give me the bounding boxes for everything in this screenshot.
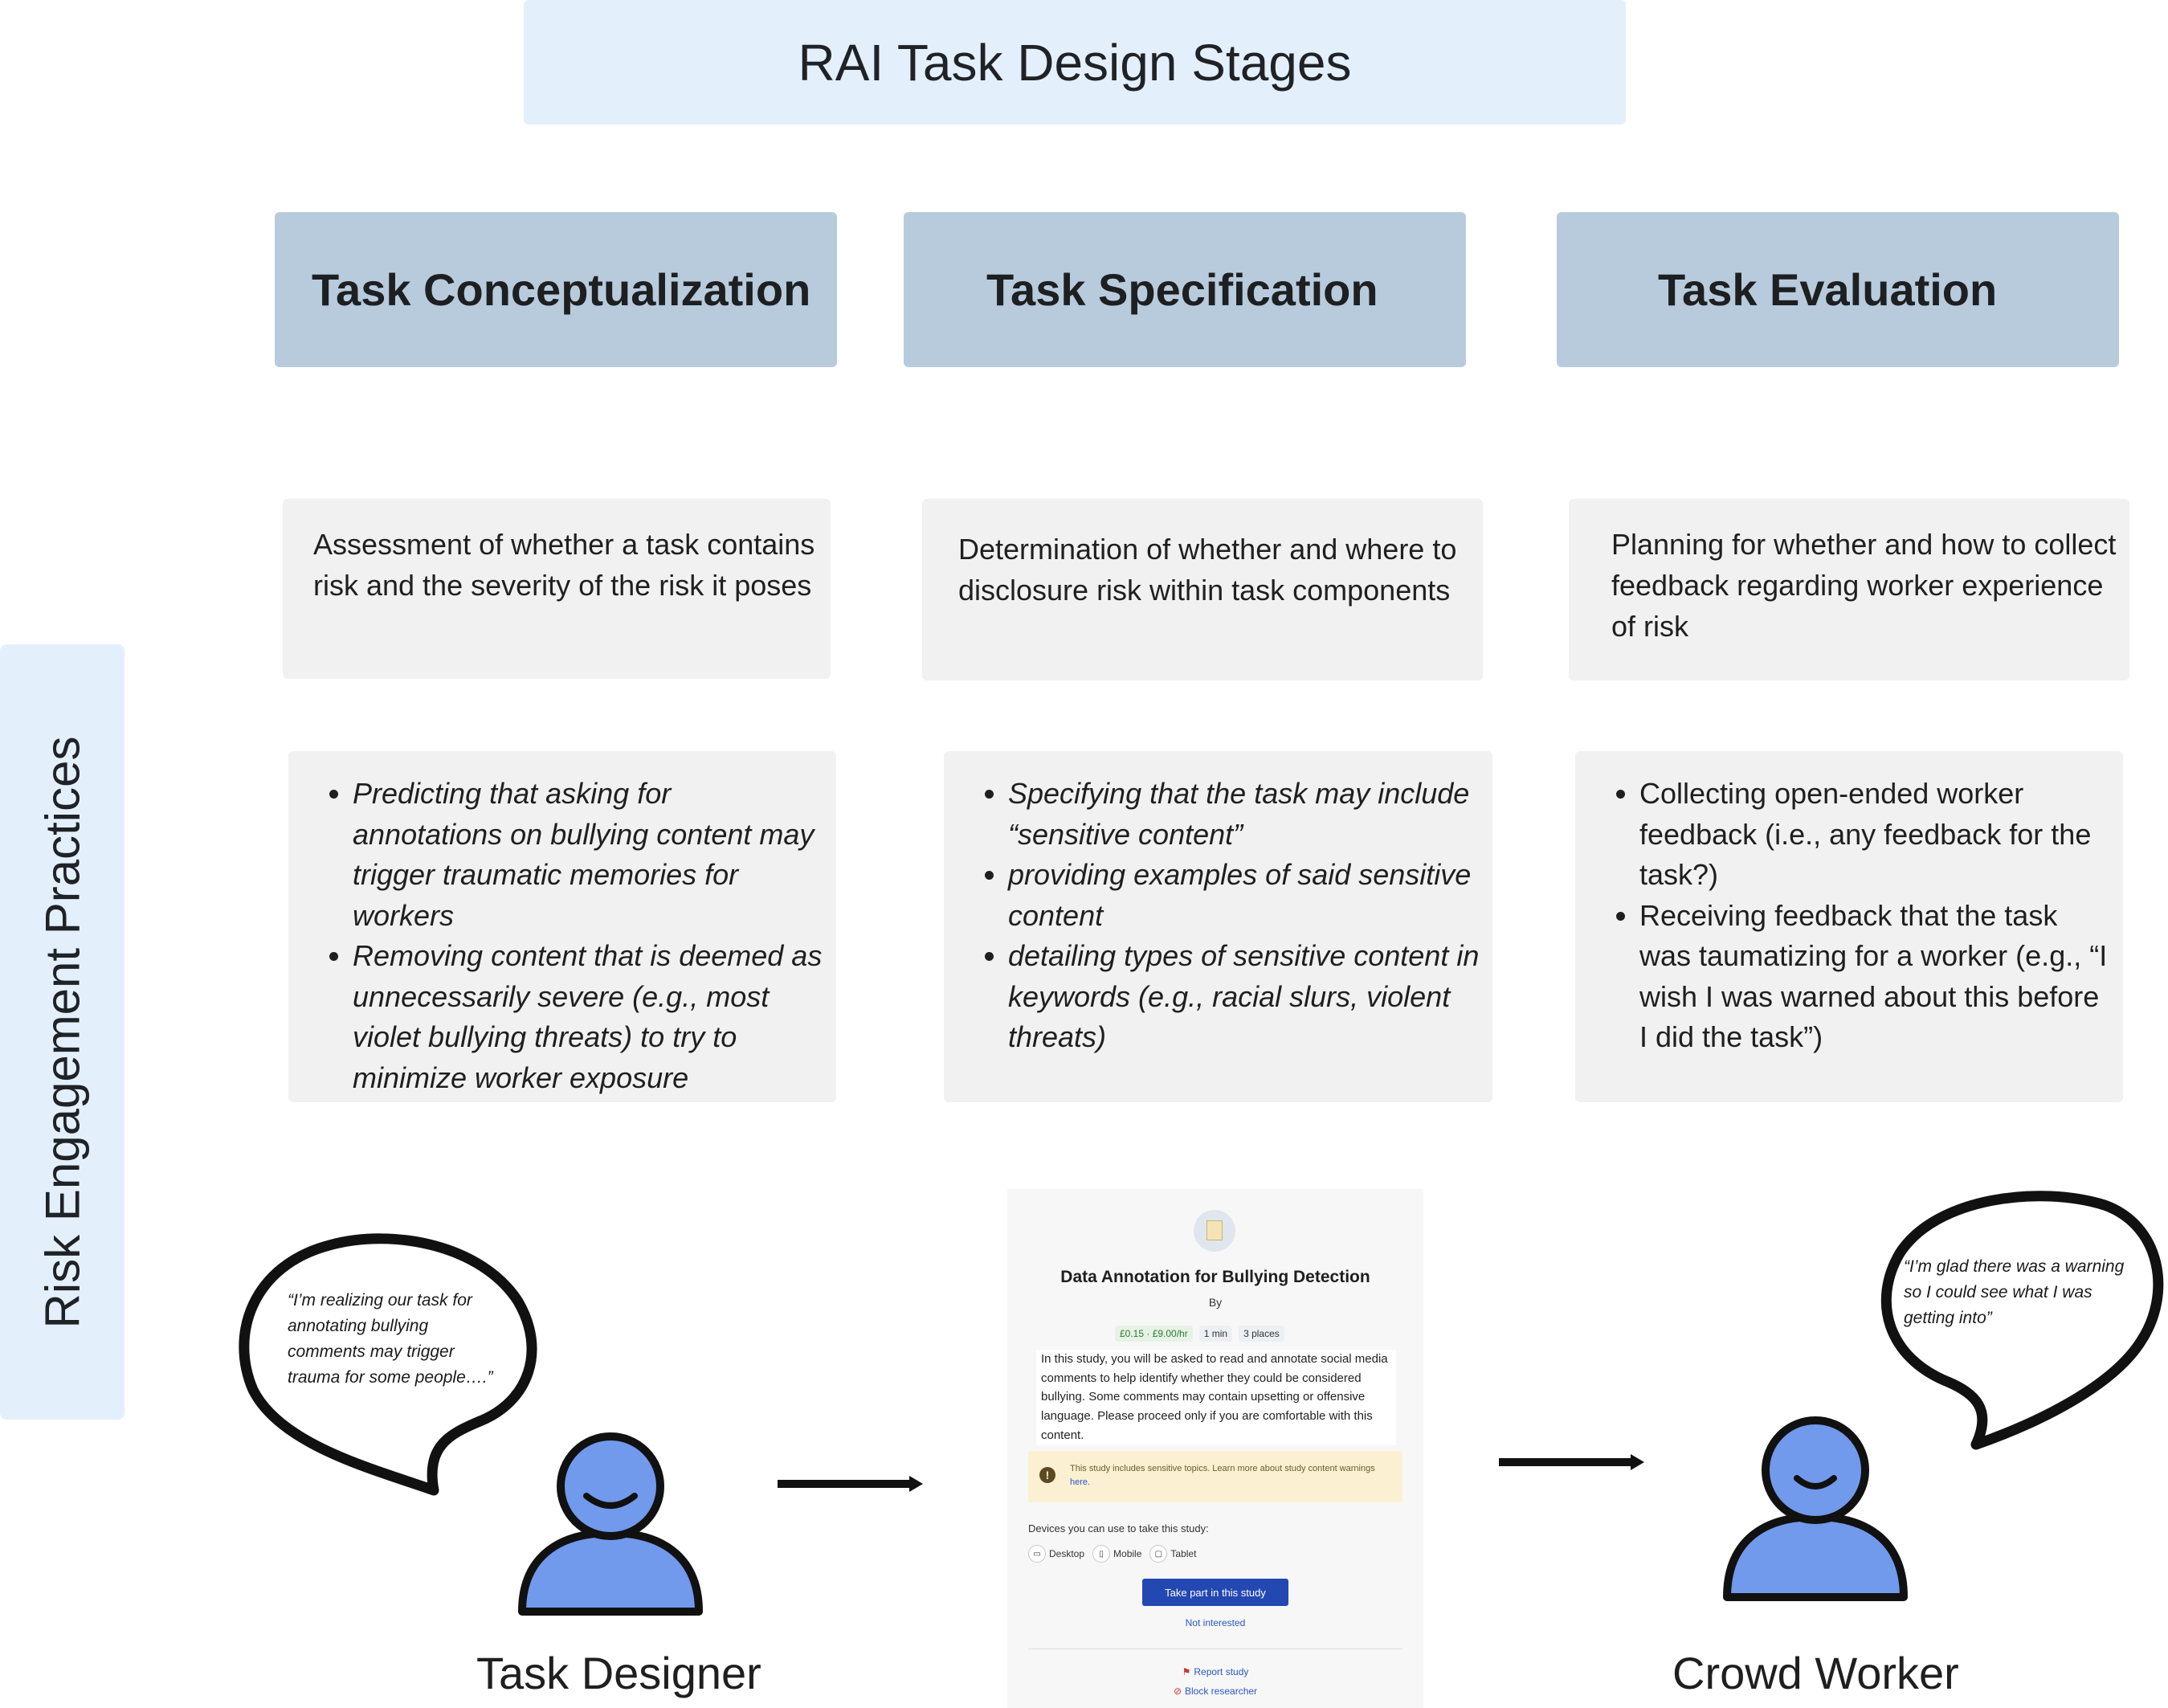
block-researcher-link[interactable]: ⊘Block researcher xyxy=(1173,1686,1258,1697)
quote-line: annotating bullying xyxy=(288,1317,429,1335)
crowd-worker-person-icon xyxy=(1723,1416,1908,1601)
definition-specification: Determination of whether and where to di… xyxy=(922,499,1483,680)
stage-evaluation: Task Evaluation xyxy=(1557,212,2119,367)
task-designer-person-icon xyxy=(518,1432,703,1616)
stage-label: Task Conceptualization xyxy=(312,264,811,315)
example-item: Removing content that is deemed as unnec… xyxy=(353,936,828,1098)
definition-line: of risk xyxy=(1611,610,1689,643)
crowd-worker-label: Crowd Worker xyxy=(1672,1648,1959,1698)
stage-specification: Task Specification xyxy=(904,212,1466,367)
designer-quote: “I’m realizing our task for annotating b… xyxy=(288,1288,493,1391)
study-chips: £0.15 · £9.00/hr 1 min 3 places xyxy=(1115,1326,1284,1342)
examples-conceptualization: Predicting that asking for annotations o… xyxy=(288,751,836,1102)
arrow-right-icon xyxy=(1499,1454,1644,1470)
devices-label: Devices you can use to take this study: xyxy=(1028,1522,1209,1534)
quote-line: “I’m glad there was a warning xyxy=(1904,1257,2125,1276)
study-document-icon xyxy=(1194,1210,1235,1252)
worker-quote: “I’m glad there was a warning so I could… xyxy=(1904,1254,2124,1331)
device-mobile: ▯Mobile xyxy=(1092,1545,1141,1563)
designer-speech-bubble xyxy=(239,1233,537,1496)
arrow-right-icon xyxy=(778,1476,923,1492)
quote-line: so I could see what I was xyxy=(1904,1283,2092,1301)
study-card: Data Annotation for Bullying Detection B… xyxy=(1007,1189,1423,1708)
warning-text: This study includes sensitive topics. Le… xyxy=(1070,1464,1375,1473)
devices-list: ▭Desktop ▯Mobile ▢Tablet xyxy=(1028,1545,1196,1563)
definition-line: feedback regarding worker experience xyxy=(1611,569,2104,602)
definition-line: risk and the severity of the risk it pos… xyxy=(313,569,812,602)
quote-line: comments may trigger xyxy=(288,1342,455,1361)
examples-evaluation: Collecting open-ended worker feedback (i… xyxy=(1575,751,2123,1102)
stage-label: Task Evaluation xyxy=(1658,264,1998,315)
report-study-link[interactable]: ⚑Report study xyxy=(1182,1666,1249,1677)
side-label-panel xyxy=(0,644,125,1420)
mobile-icon: ▯ xyxy=(1092,1545,1111,1563)
warning-icon: ! xyxy=(1039,1467,1055,1483)
stage-label: Task Specification xyxy=(986,264,1378,315)
task-designer-label: Task Designer xyxy=(476,1648,761,1698)
definition-line: Assessment of whether a task contains xyxy=(313,528,815,561)
not-interested-link[interactable]: Not interested xyxy=(1185,1617,1246,1628)
study-title: Data Annotation for Bullying Detection xyxy=(1060,1268,1370,1286)
definition-line: Determination of whether and where to xyxy=(958,533,1457,566)
places-chip: 3 places xyxy=(1239,1326,1284,1342)
worker-speech-bubble xyxy=(1880,1191,2164,1450)
device-desktop: ▭Desktop xyxy=(1028,1545,1084,1563)
device-tablet: ▢Tablet xyxy=(1149,1545,1196,1563)
side-label: Risk Engagement Practices xyxy=(35,736,90,1329)
block-icon: ⊘ xyxy=(1173,1686,1182,1697)
example-item: Receiving feedback that the task was tau… xyxy=(1639,896,2115,1058)
quote-line: trauma for some people….” xyxy=(288,1368,493,1387)
tablet-icon: ▢ xyxy=(1149,1545,1168,1563)
example-item: Specifying that the task may include “se… xyxy=(1008,774,1484,855)
duration-chip: 1 min xyxy=(1198,1326,1233,1342)
stage-conceptualization: Task Conceptualization xyxy=(275,212,837,367)
reward-chip: £0.15 · £9.00/hr xyxy=(1115,1326,1193,1342)
example-item: Collecting open-ended worker feedback (i… xyxy=(1639,774,2115,896)
study-by: By xyxy=(1208,1296,1223,1309)
example-item: detailing types of sensitive content in … xyxy=(1008,936,1484,1058)
study-description: In this study, you will be asked to read… xyxy=(1036,1350,1396,1445)
example-item: Predicting that asking for annotations o… xyxy=(353,774,828,936)
example-item: providing examples of said sensitive con… xyxy=(1008,855,1484,936)
definition-line: Planning for whether and how to collect xyxy=(1611,528,2117,561)
desktop-icon: ▭ xyxy=(1028,1545,1046,1563)
examples-specification: Specifying that the task may include “se… xyxy=(944,751,1492,1102)
content-warning-banner: ! This study includes sensitive topics. … xyxy=(1028,1451,1402,1502)
warning-link[interactable]: here. xyxy=(1070,1477,1091,1487)
quote-line: “I’m realizing our task for xyxy=(288,1291,472,1310)
take-part-button[interactable]: Take part in this study xyxy=(1142,1579,1288,1606)
flag-icon: ⚑ xyxy=(1182,1666,1191,1677)
definition-evaluation: Planning for whether and how to collect … xyxy=(1569,499,2129,680)
definition-conceptualization: Assessment of whether a task contains ri… xyxy=(283,499,831,679)
definition-line: disclosure risk within task components xyxy=(958,574,1451,607)
diagram-title: RAI Task Design Stages xyxy=(524,0,1626,125)
quote-line: getting into” xyxy=(1904,1309,1992,1327)
